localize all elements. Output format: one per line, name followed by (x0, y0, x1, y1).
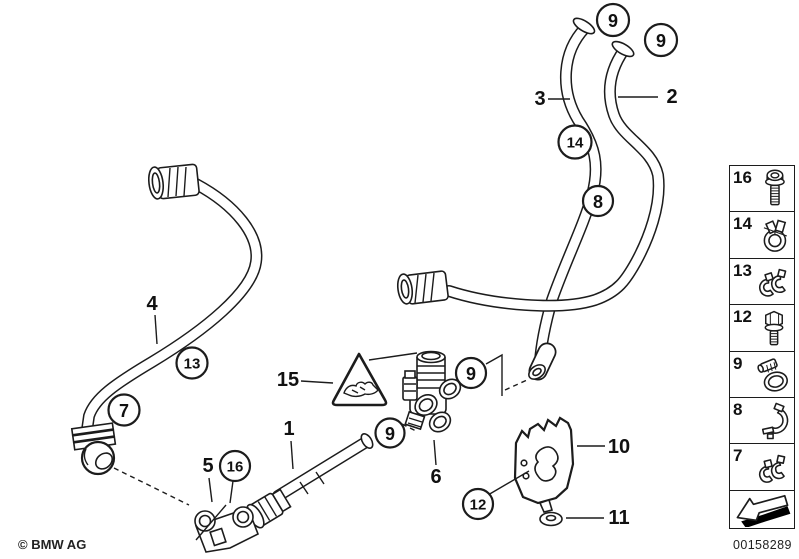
legend-item-9[interactable]: 9 (729, 350, 795, 399)
label-3[interactable]: 3 (534, 88, 545, 110)
svg-text:16: 16 (227, 459, 244, 476)
legend-item-7[interactable]: 7 (729, 443, 795, 492)
hose1-quick-connector (246, 488, 292, 529)
callout-9-hose1[interactable]: 9 (374, 417, 406, 449)
svg-text:9: 9 (656, 31, 666, 51)
grommet (539, 511, 563, 527)
direction-arrow-icon (736, 494, 791, 527)
legend-number: 7 (733, 446, 743, 466)
hose4-elbow-fitting (70, 422, 117, 476)
label-6[interactable]: 6 (430, 466, 441, 488)
svg-text:9: 9 (466, 364, 476, 384)
label-1[interactable]: 1 (283, 418, 294, 440)
callout-8[interactable]: 8 (581, 184, 615, 218)
legend-item-8[interactable]: 8 (729, 397, 795, 446)
hose2-quick-connector (396, 270, 449, 305)
callout-12[interactable]: 12 (461, 487, 495, 521)
callout-7[interactable]: 7 (107, 393, 141, 427)
pinch-hazard-icon (343, 381, 379, 398)
svg-text:12: 12 (470, 497, 487, 514)
callout-9-hose2[interactable]: 9 (643, 22, 679, 58)
label-4[interactable]: 4 (146, 293, 158, 315)
legend-number: 8 (733, 400, 743, 420)
mounting-bracket (513, 416, 575, 513)
svg-text:9: 9 (608, 11, 618, 31)
legend-number: 13 (733, 260, 752, 280)
legend-number: 12 (733, 307, 752, 327)
svg-text:8: 8 (593, 192, 603, 212)
legend-item-13[interactable]: 13 (729, 257, 795, 306)
leader-lines (113, 96, 658, 519)
double-clip-icon (758, 455, 786, 484)
water-valve (402, 350, 462, 433)
legend-item-14[interactable]: 14 (729, 211, 795, 260)
socket-head-screw-icon (765, 169, 785, 206)
callout-16[interactable]: 16 (218, 449, 252, 483)
holder-clamp-icon (761, 402, 789, 440)
legend-number: 16 (733, 168, 752, 187)
tee-fitting (194, 504, 260, 553)
svg-text:13: 13 (184, 356, 201, 373)
water-hose-1 (272, 433, 374, 502)
callout-13[interactable]: 13 (175, 346, 209, 380)
label-10[interactable]: 10 (608, 436, 630, 458)
hardware-legend: 16 14 (729, 165, 795, 529)
callout-9-valve[interactable]: 9 (454, 356, 488, 390)
water-hose-4 (81, 178, 263, 436)
hose4-quick-connector (147, 163, 200, 200)
label-11[interactable]: 11 (608, 507, 629, 529)
svg-text:14: 14 (567, 135, 584, 152)
copyright-text: © BMW AG (18, 537, 87, 552)
legend-direction-cell (729, 489, 795, 529)
callout-14[interactable]: 14 (557, 124, 593, 160)
svg-text:7: 7 (119, 401, 129, 421)
warning-triangle (331, 352, 388, 407)
legend-item-12[interactable]: 12 (729, 304, 795, 353)
hex-bolt-icon (764, 310, 784, 346)
hose-clamp-icon (757, 357, 788, 392)
callout-9-hose3[interactable]: 9 (595, 2, 631, 38)
water-hose-2 (443, 40, 665, 312)
diagram-number: 00158289 (733, 538, 792, 552)
legend-item-16[interactable]: 16 (729, 165, 795, 213)
label-15[interactable]: 15 (277, 369, 299, 391)
legend-number: 9 (733, 353, 743, 373)
label-5[interactable]: 5 (202, 455, 213, 477)
legend-number: 14 (733, 214, 752, 234)
double-clip-icon (759, 268, 787, 297)
profile-clamp-icon (763, 219, 788, 253)
label-2[interactable]: 2 (666, 86, 677, 108)
svg-text:9: 9 (385, 424, 395, 444)
